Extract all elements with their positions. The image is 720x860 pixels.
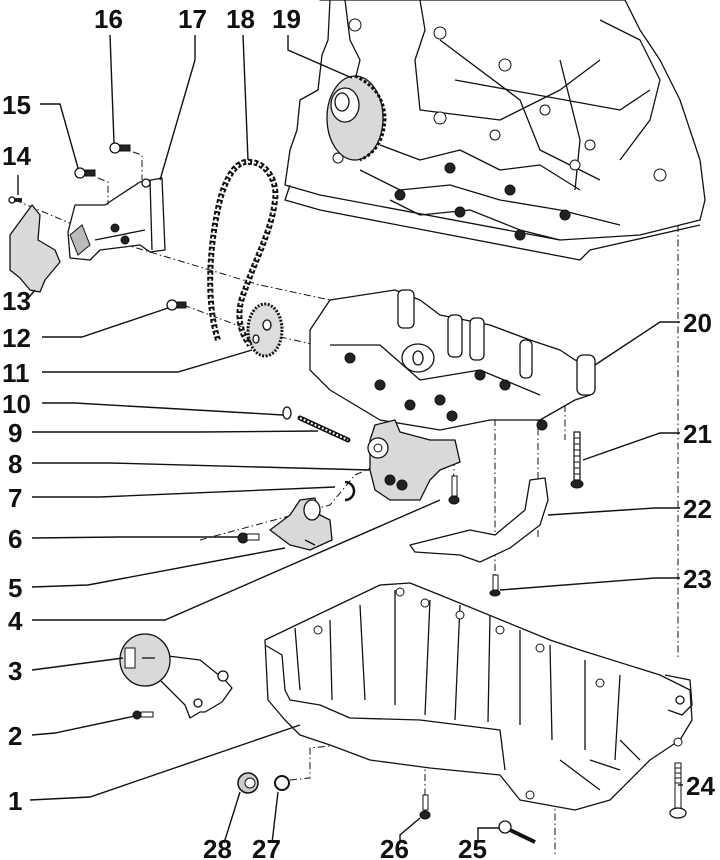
callout-25: 25 bbox=[458, 834, 487, 860]
callout-15: 15 bbox=[2, 90, 31, 120]
callout-13: 13 bbox=[2, 286, 31, 316]
oil-sump bbox=[264, 582, 693, 811]
bolt-14 bbox=[8, 196, 22, 204]
bolt-15 bbox=[74, 167, 96, 179]
sleeve bbox=[282, 406, 292, 420]
bolt-12 bbox=[166, 299, 187, 311]
chain-tensioner bbox=[67, 177, 166, 261]
callout-22: 22 bbox=[683, 494, 712, 524]
callout-5: 5 bbox=[8, 573, 22, 603]
callout-8: 8 bbox=[8, 449, 22, 479]
bearing-frame bbox=[309, 289, 596, 431]
callout-14: 14 bbox=[2, 141, 31, 171]
callout-4: 4 bbox=[8, 606, 23, 636]
oil-intake-pipe bbox=[409, 477, 549, 563]
bolt-26 bbox=[419, 794, 431, 820]
callout-20: 20 bbox=[683, 308, 712, 338]
oil-level-sender bbox=[498, 820, 536, 844]
engine-block bbox=[284, 0, 706, 261]
callout-11: 11 bbox=[2, 358, 30, 388]
callout-7: 7 bbox=[8, 483, 22, 513]
cover bbox=[9, 204, 61, 293]
drain-plug bbox=[237, 772, 259, 794]
drive-shaft bbox=[297, 415, 351, 443]
oil-pump-sprocket bbox=[246, 302, 284, 358]
bolt-6 bbox=[237, 532, 260, 544]
callout-17: 17 bbox=[178, 4, 207, 34]
callout-26: 26 bbox=[380, 834, 409, 860]
seal bbox=[274, 775, 290, 791]
circlip bbox=[344, 480, 356, 502]
callout-24: 24 bbox=[686, 771, 715, 801]
callout-3: 3 bbox=[8, 656, 22, 686]
callout-9: 9 bbox=[8, 418, 22, 448]
callout-16: 16 bbox=[94, 4, 123, 34]
callout-12: 12 bbox=[2, 323, 31, 353]
callout-21: 21 bbox=[683, 419, 712, 449]
callout-28: 28 bbox=[203, 834, 232, 860]
callout-10: 10 bbox=[2, 389, 31, 419]
oil-pump bbox=[367, 419, 461, 501]
callout-2: 2 bbox=[8, 721, 22, 751]
bolt-2 bbox=[132, 710, 154, 720]
bolt-16 bbox=[109, 142, 131, 154]
bracket bbox=[269, 497, 333, 551]
bolt-4 bbox=[448, 475, 460, 505]
callout-27: 27 bbox=[252, 834, 281, 860]
bolt-23 bbox=[489, 574, 501, 597]
bolt-21 bbox=[570, 431, 584, 489]
callout-23: 23 bbox=[683, 564, 712, 594]
callout-1: 1 bbox=[8, 786, 22, 816]
callout-19: 19 bbox=[272, 4, 301, 34]
callout-labels: 1 2 3 4 5 6 7 8 9 10 11 12 13 14 15 16 1… bbox=[2, 4, 715, 860]
oil-filter-bracket bbox=[119, 633, 233, 719]
bolt-24 bbox=[669, 762, 687, 819]
leader-lines bbox=[17, 34, 683, 844]
callout-6: 6 bbox=[8, 524, 22, 554]
callout-18: 18 bbox=[226, 4, 255, 34]
